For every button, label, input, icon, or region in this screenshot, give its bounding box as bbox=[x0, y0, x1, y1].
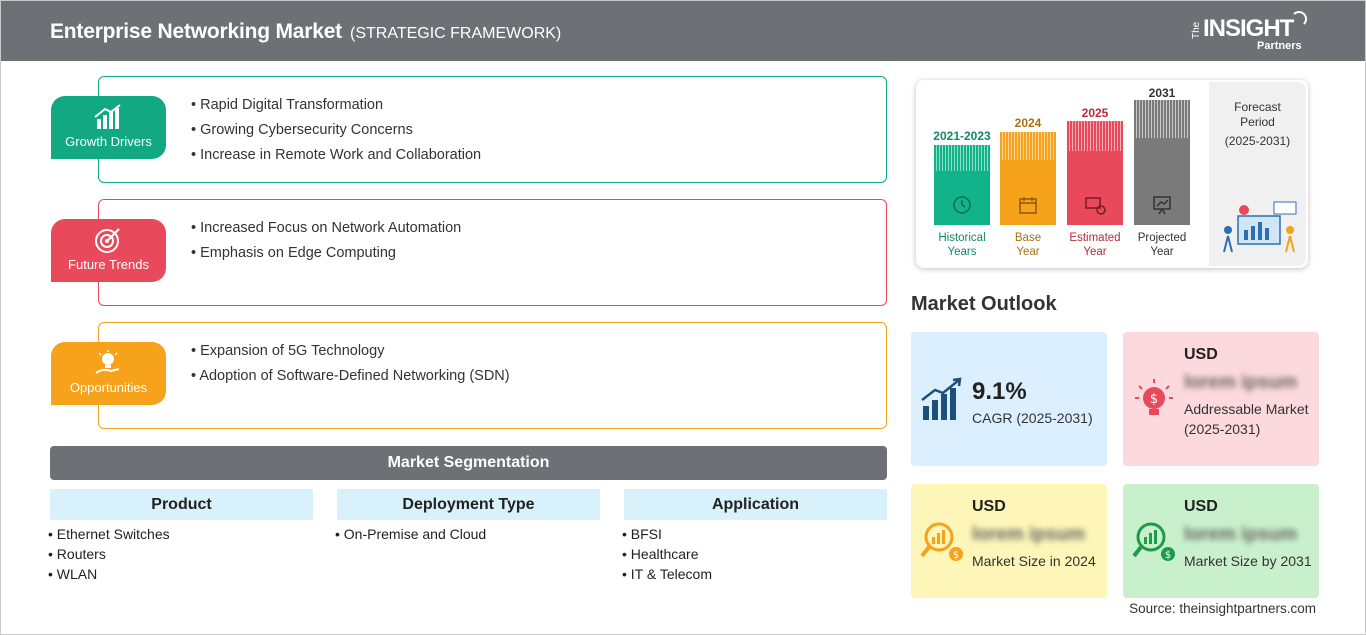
cagr-card: 9.1% CAGR (2025-2031) bbox=[911, 332, 1107, 466]
history-clock-icon bbox=[953, 196, 971, 214]
analytics-people-icon bbox=[1223, 201, 1297, 253]
segment-heading-product: Product bbox=[50, 489, 313, 520]
list-item: Healthcare bbox=[622, 546, 712, 562]
size-2031-desc: Market Size by 2031 bbox=[1184, 553, 1312, 569]
header-bar: Enterprise Networking Market (STRATEGIC … bbox=[1, 1, 1365, 61]
cagr-label: CAGR (2025-2031) bbox=[972, 410, 1093, 426]
segment-heading-deployment: Deployment Type bbox=[337, 489, 600, 520]
opportunities-label: Opportunities bbox=[69, 380, 148, 395]
segment-list-deployment: On-Premise and Cloud bbox=[335, 526, 486, 546]
future-trends-tag: Future Trends bbox=[51, 219, 166, 282]
opportunities-box: Expansion of 5G Technology Adoption of S… bbox=[98, 322, 887, 429]
insight-partners-logo: The INSIGHT Partners bbox=[1191, 9, 1311, 55]
future-trends-list: Increased Focus on Network Automation Em… bbox=[191, 220, 461, 270]
logo-the: The bbox=[1191, 21, 1202, 39]
list-item: Ethernet Switches bbox=[48, 526, 170, 542]
forecast-period-panel: Forecast Period (2025-2031) bbox=[1209, 82, 1306, 266]
growth-drivers-label: Growth Drivers bbox=[65, 134, 152, 149]
list-item: Adoption of Software-Defined Networking … bbox=[191, 368, 509, 384]
svg-text:$: $ bbox=[1165, 550, 1171, 561]
base-caption-2: Year bbox=[1016, 246, 1040, 258]
target-icon bbox=[95, 228, 120, 253]
addressable-usd: USD bbox=[1184, 346, 1218, 363]
historical-caption-1: Historical bbox=[938, 232, 986, 244]
market-outlook-title: Market Outlook bbox=[911, 293, 1057, 315]
forecast-line-3: (2025-2031) bbox=[1224, 134, 1291, 148]
list-item: Rapid Digital Transformation bbox=[191, 97, 481, 113]
future-trends-box: Increased Focus on Network Automation Em… bbox=[98, 199, 887, 306]
market-size-2024-card: $ USD lorem ipsum Market Size in 2024 bbox=[911, 484, 1107, 598]
projected-caption-2: Year bbox=[1150, 246, 1174, 258]
base-bar bbox=[1000, 132, 1056, 225]
list-item: BFSI bbox=[622, 526, 712, 542]
list-item: Increase in Remote Work and Collaboratio… bbox=[191, 147, 481, 163]
size-2024-value: lorem ipsum bbox=[972, 524, 1085, 545]
page-subtitle: (STRATEGIC FRAMEWORK) bbox=[350, 25, 562, 42]
historical-bar bbox=[934, 145, 990, 225]
segment-list-product: Ethernet Switches Routers WLAN bbox=[48, 526, 170, 586]
source-note: Source: theinsightpartners.com bbox=[1129, 601, 1316, 616]
forecast-line-1: Forecast bbox=[1234, 100, 1281, 114]
presentation-board-icon bbox=[1153, 196, 1171, 215]
magnifier-chart-icon: $ bbox=[1132, 522, 1175, 561]
segment-list-application: BFSI Healthcare IT & Telecom bbox=[622, 526, 712, 586]
list-item: Expansion of 5G Technology bbox=[191, 343, 510, 359]
projected-bar bbox=[1134, 100, 1190, 225]
estimated-year: 2025 bbox=[1081, 106, 1109, 120]
list-item: Growing Cybersecurity Concerns bbox=[191, 122, 481, 138]
list-item: Increased Focus on Network Automation bbox=[191, 220, 461, 236]
size-2031-usd: USD bbox=[1184, 498, 1218, 515]
size-2024-desc: Market Size in 2024 bbox=[972, 553, 1096, 569]
size-2024-usd: USD bbox=[972, 498, 1006, 515]
growth-drivers-list: Rapid Digital Transformation Growing Cyb… bbox=[191, 97, 481, 172]
lightbulb-hand-icon bbox=[95, 350, 120, 374]
projected-year: 2031 bbox=[1148, 86, 1176, 100]
future-trends-label: Future Trends bbox=[68, 257, 149, 272]
cagr-value: 9.1% bbox=[972, 378, 1027, 405]
growth-drivers-tag: Growth Drivers bbox=[51, 96, 166, 159]
base-year: 2024 bbox=[1014, 116, 1042, 130]
estimated-caption-1: Estimated bbox=[1069, 232, 1121, 244]
growth-drivers-box: Rapid Digital Transformation Growing Cyb… bbox=[98, 76, 887, 183]
svg-text:$: $ bbox=[1150, 392, 1158, 407]
addressable-desc: Addressable Market (2025-2031) bbox=[1184, 401, 1309, 437]
market-segmentation-bar: Market Segmentation bbox=[50, 446, 887, 480]
chart-growth-icon bbox=[94, 104, 121, 129]
historical-caption-2: Years bbox=[947, 246, 977, 258]
calendar-icon bbox=[1019, 197, 1037, 214]
svg-text:$: $ bbox=[953, 550, 959, 561]
logo-arc-icon bbox=[1291, 11, 1307, 27]
dollar-bulb-icon: $ bbox=[1135, 379, 1173, 415]
cagr-chart-icon bbox=[921, 377, 962, 420]
estimate-gear-icon bbox=[1085, 197, 1106, 215]
forecast-line-2: Period bbox=[1240, 115, 1275, 129]
market-size-2031-card: $ USD lorem ipsum Market Size by 2031 bbox=[1123, 484, 1319, 598]
logo-partners: Partners bbox=[1257, 40, 1302, 52]
list-item: Routers bbox=[48, 546, 170, 562]
base-caption-1: Base bbox=[1014, 232, 1042, 244]
magnifier-chart-icon: $ bbox=[920, 522, 963, 561]
historical-year: 2021-2023 bbox=[933, 129, 991, 143]
list-item: IT & Telecom bbox=[622, 566, 712, 582]
opportunities-tag: Opportunities bbox=[51, 342, 166, 405]
list-item: WLAN bbox=[48, 566, 170, 582]
list-item: Emphasis on Edge Computing bbox=[191, 245, 461, 261]
addressable-value: lorem ipsum bbox=[1184, 372, 1297, 393]
page-title: Enterprise Networking Market bbox=[50, 20, 342, 43]
list-item: On-Premise and Cloud bbox=[335, 526, 486, 542]
estimated-caption-2: Year bbox=[1083, 246, 1107, 258]
logo-insight: INSIGHT bbox=[1203, 15, 1294, 42]
addressable-market-card: $ USD lorem ipsum Addressable Market (20… bbox=[1123, 332, 1319, 466]
segment-heading-application: Application bbox=[624, 489, 887, 520]
projected-caption-1: Projected bbox=[1137, 232, 1187, 244]
opportunities-list: Expansion of 5G Technology Adoption of S… bbox=[191, 343, 510, 393]
size-2031-value: lorem ipsum bbox=[1184, 524, 1297, 545]
